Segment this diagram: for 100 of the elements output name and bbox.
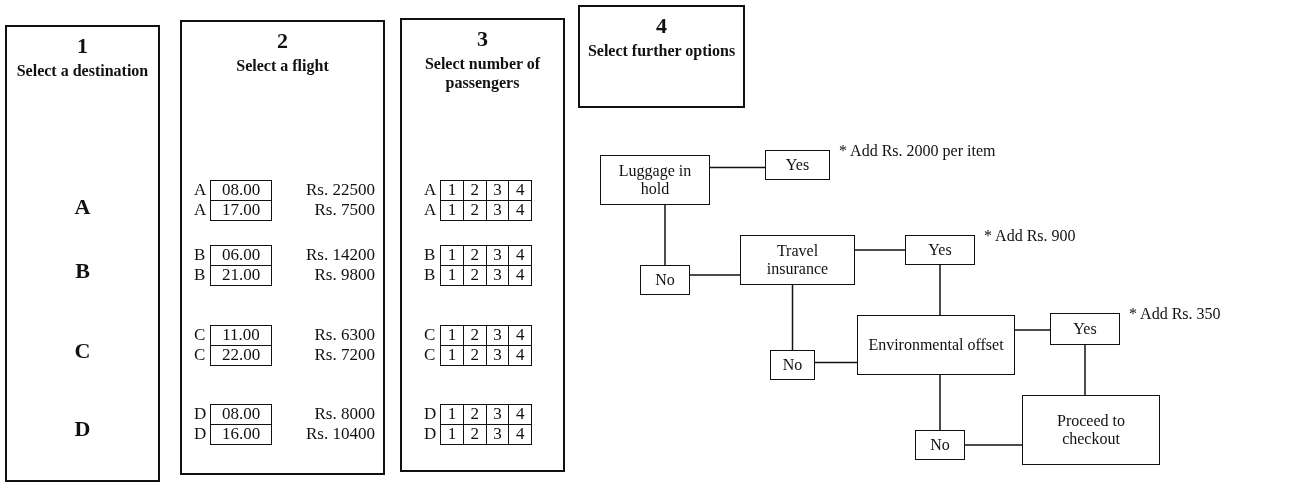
fare-text: Rs. 7200 <box>313 346 375 364</box>
fare-text: Rs. 8000 <box>313 405 375 423</box>
passenger-count-cell: 2 <box>463 201 487 220</box>
flight-time-box: 22.00 <box>210 345 272 366</box>
passenger-count-cell-text: 4 <box>514 246 526 265</box>
destination-letter: D <box>194 425 207 443</box>
destination-letter: C <box>424 326 436 344</box>
connector-line <box>689 274 741 276</box>
connector-line <box>939 264 941 316</box>
passenger-count-cell-text: 4 <box>514 346 526 365</box>
passenger-count-row <box>440 200 532 221</box>
passenger-count-cell: 2 <box>463 425 487 444</box>
step-heading: Select a flight <box>235 56 330 75</box>
destination-letter: C <box>194 326 206 344</box>
connector-line <box>939 374 941 431</box>
connector-line <box>664 204 666 266</box>
flight-time-box: 08.00 <box>210 180 272 201</box>
step-number: 1 <box>76 33 89 59</box>
connector-line <box>964 444 1023 446</box>
destination-letter: C <box>424 346 436 364</box>
destination-letter: B <box>194 266 206 284</box>
flight-time-box: 17.00 <box>210 200 272 221</box>
passenger-count-cell: 3 <box>486 266 510 285</box>
destination-letter: A <box>424 181 437 199</box>
flowchart-box: Yes <box>1050 313 1120 345</box>
destination-letter: D <box>73 416 92 442</box>
step-number: 4 <box>655 13 668 39</box>
flowchart-box: Proceed to checkout <box>1022 395 1160 465</box>
flowchart-box: Yes <box>765 150 830 180</box>
destination-letter: A <box>194 181 207 199</box>
passenger-count-cell-text: 4 <box>514 266 526 285</box>
passenger-count-cell-text: 4 <box>514 326 526 345</box>
destination-letter: B <box>194 246 206 264</box>
passenger-count-cell: 1 <box>441 346 464 365</box>
passenger-count-cell: 3 <box>486 346 510 365</box>
passenger-count-cell-text: 4 <box>514 181 526 200</box>
step-number: 3 <box>476 26 489 52</box>
passenger-count-cell: 1 <box>441 425 464 444</box>
flowchart-box: Yes <box>905 235 975 265</box>
passenger-count-cell: 2 <box>463 266 487 285</box>
fare-text: Rs. 6300 <box>313 326 375 344</box>
step-number: 2 <box>276 28 289 54</box>
destination-letter: C <box>194 346 206 364</box>
step-panel <box>400 18 565 472</box>
passenger-count-cell-text: 4 <box>514 201 526 220</box>
destination-letter: A <box>424 201 437 219</box>
destination-letter: B <box>424 246 436 264</box>
fare-text: Rs. 14200 <box>305 246 375 264</box>
step-panel <box>578 5 745 108</box>
connector-line <box>709 166 766 169</box>
connector-line <box>1084 344 1086 396</box>
flight-time-box: 21.00 <box>210 265 272 286</box>
passenger-count-cell: 2 <box>463 346 487 365</box>
fare-text: Rs. 9800 <box>313 266 375 284</box>
fare-text: Rs. 10400 <box>305 425 375 443</box>
flowchart-box: Luggage in hold <box>600 155 710 205</box>
passenger-count-row <box>440 424 532 445</box>
destination-letter: C <box>73 338 92 364</box>
fare-text: Rs. 22500 <box>305 181 375 199</box>
destination-letter: D <box>424 425 437 443</box>
surcharge-note: * Add Rs. 350 <box>1129 305 1221 323</box>
step-panel <box>180 20 385 475</box>
connector-line <box>791 284 794 351</box>
passenger-count-row <box>440 180 532 201</box>
destination-letter: D <box>194 405 207 423</box>
flowchart-box: Environmental offset <box>857 315 1015 375</box>
passenger-count-cell: 3 <box>486 201 510 220</box>
passenger-count-row <box>440 325 532 346</box>
destination-letter: D <box>424 405 437 423</box>
connector-line <box>1014 329 1051 331</box>
passenger-count-cell: 3 <box>486 425 510 444</box>
flowchart-box: No <box>640 265 690 295</box>
flowchart-box: Travel insurance <box>740 235 855 285</box>
surcharge-note: * Add Rs. 900 <box>984 227 1076 245</box>
passenger-count-cell-text: 4 <box>514 425 526 444</box>
destination-letter: B <box>74 258 91 284</box>
flowchart-box: No <box>770 350 815 380</box>
flight-time-box: 11.00 <box>210 325 272 346</box>
step-heading: Select further options <box>586 41 737 60</box>
flowchart-box: No <box>915 430 965 460</box>
flight-time-box: 08.00 <box>210 404 272 425</box>
step-panel <box>5 25 160 482</box>
destination-letter: B <box>424 266 436 284</box>
passenger-count-row <box>440 245 532 266</box>
passenger-count-row <box>440 345 532 366</box>
step-heading: Select a destination <box>15 61 150 80</box>
surcharge-note: * Add Rs. 2000 per item <box>839 142 996 160</box>
passenger-count-cell-text: 4 <box>514 405 526 424</box>
flight-time-box: 06.00 <box>210 245 272 266</box>
fare-text: Rs. 7500 <box>313 201 375 219</box>
step-heading: Select number of passengers <box>423 54 542 92</box>
destination-letter: A <box>194 201 207 219</box>
connector-line <box>814 361 858 364</box>
passenger-count-row <box>440 265 532 286</box>
passenger-count-cell: 1 <box>441 266 464 285</box>
passenger-count-cell: 1 <box>441 201 464 220</box>
passenger-count-row <box>440 404 532 425</box>
destination-letter: A <box>73 194 92 220</box>
connector-line <box>854 249 906 251</box>
flight-time-box: 16.00 <box>210 424 272 445</box>
